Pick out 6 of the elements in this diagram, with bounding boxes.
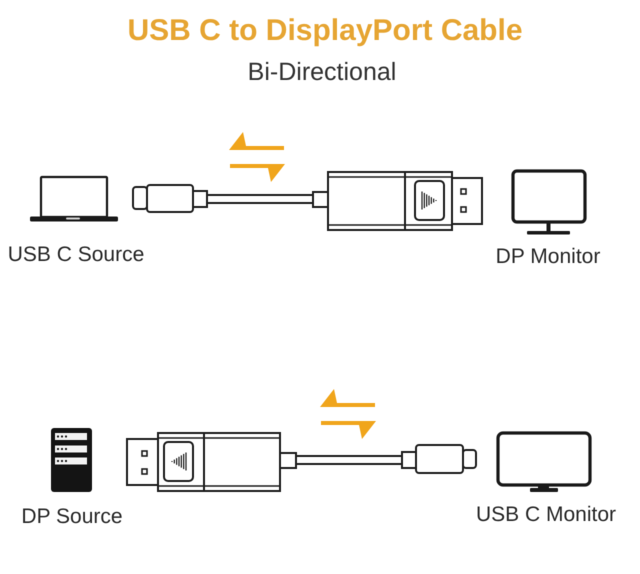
diagram-title: USB C to DisplayPort Cable: [127, 14, 523, 48]
device-label: DP Source: [21, 504, 123, 528]
device-label: USB C Source: [8, 242, 144, 266]
device-label: DP Monitor: [496, 244, 600, 268]
device-label: USB C Monitor: [476, 502, 616, 526]
subtitle: Bi-Directional: [248, 58, 396, 87]
